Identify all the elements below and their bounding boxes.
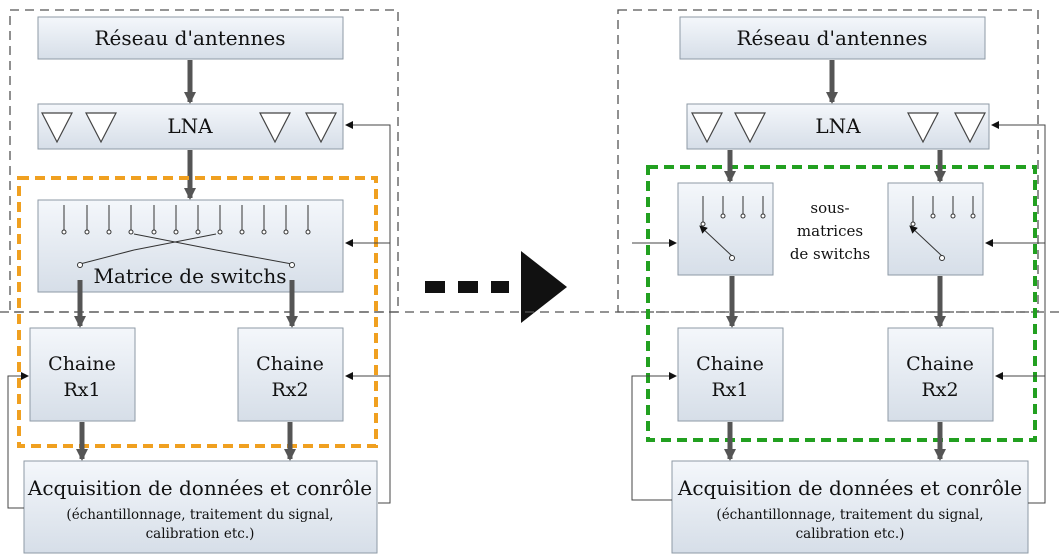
amplifier-icon <box>691 112 723 144</box>
submatrices-line3: de switchs <box>790 245 870 263</box>
submatrices-line1: sous- <box>810 199 849 217</box>
left-acquisition-block: Acquisition de données et conrôle (échan… <box>23 460 378 554</box>
transition-arrow <box>425 251 567 323</box>
right-submatrix-2-block <box>887 182 984 276</box>
amplifier-icon <box>41 112 73 144</box>
left-diagram: Réseau d'antennes LNA Matrice de switchs <box>7 9 399 554</box>
left-chain2-line2: Rx2 <box>271 379 308 401</box>
left-antenna-array-block: Réseau d'antennes <box>37 16 344 60</box>
left-control-lines <box>7 121 391 509</box>
left-chain2-line1: Chaine <box>256 353 324 375</box>
right-antenna-array-block: Réseau d'antennes <box>679 16 986 60</box>
right-chain1-line1: Chaine <box>696 353 764 375</box>
right-chain2-line2: Rx2 <box>921 379 958 401</box>
left-chain-rx2-block: Chaine Rx2 <box>237 327 344 422</box>
right-lna-block: LNA <box>686 103 990 150</box>
left-chain1-line1: Chaine <box>48 353 116 375</box>
right-lna-label: LNA <box>815 114 861 138</box>
switch-matrix-lines <box>61 205 311 235</box>
submatrices-line2: matrices <box>797 222 863 240</box>
right-highlight-box <box>646 165 1037 442</box>
right-acquisition-detail2: calibration etc.) <box>796 526 905 542</box>
amplifier-icon <box>259 112 291 144</box>
right-submatrices-label: sous- matrices de switchs <box>790 199 870 263</box>
right-chain2-line1: Chaine <box>906 353 974 375</box>
right-chain-rx1-block: Chaine Rx1 <box>677 327 784 422</box>
left-chain1-line2: Rx1 <box>63 379 100 401</box>
right-chain1-line2: Rx1 <box>711 379 748 401</box>
amplifier-icon <box>85 112 117 144</box>
amplifier-icon <box>734 112 766 144</box>
right-control-lines <box>631 121 1046 504</box>
left-lna-block: LNA <box>37 103 344 150</box>
left-acquisition-title: Acquisition de données et conrôle <box>27 476 372 500</box>
left-switch-matrix-block: Matrice de switchs <box>37 199 344 293</box>
left-lna-label: LNA <box>167 114 213 138</box>
left-acquisition-detail1: (échantillonnage, traitement du signal, <box>66 507 333 523</box>
left-switch-matrix-label: Matrice de switchs <box>94 264 287 288</box>
right-acquisition-detail1: (échantillonnage, traitement du signal, <box>716 507 983 523</box>
left-chain-rx1-block: Chaine Rx1 <box>29 327 136 422</box>
amplifier-icon <box>954 112 986 144</box>
left-acquisition-detail2: calibration etc.) <box>146 526 255 542</box>
right-diagram: Réseau d'antennes LNA <box>0 9 1061 554</box>
right-acquisition-title: Acquisition de données et conrôle <box>677 476 1022 500</box>
amplifier-icon <box>305 112 337 144</box>
amplifier-icon <box>907 112 939 144</box>
left-antenna-array-label: Réseau d'antennes <box>95 26 286 50</box>
right-chain-rx2-block: Chaine Rx2 <box>887 327 994 422</box>
left-highlight-box <box>17 176 378 448</box>
right-submatrix-1-block <box>677 182 774 276</box>
right-acquisition-block: Acquisition de données et conrôle (échan… <box>671 460 1029 554</box>
right-antenna-array-label: Réseau d'antennes <box>737 26 928 50</box>
